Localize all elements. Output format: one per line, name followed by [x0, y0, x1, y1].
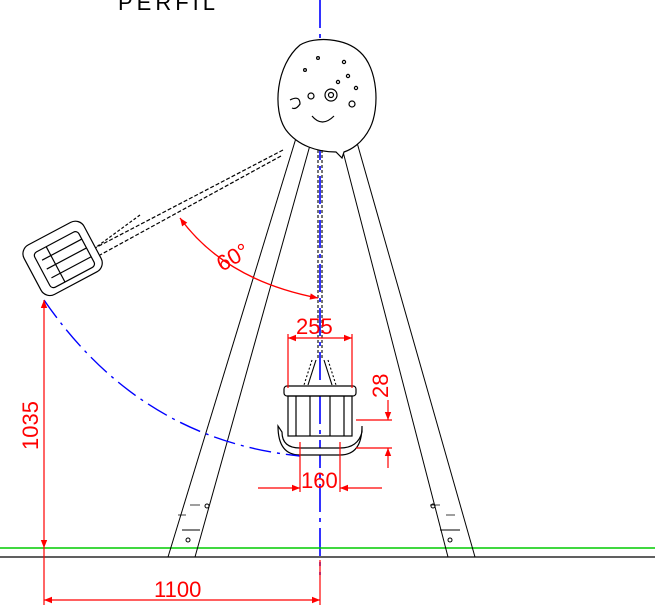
swing-arc [43, 299, 301, 457]
angle-dimension: 60° [179, 217, 319, 300]
height-label: 1035 [18, 401, 43, 450]
drawing-title: PERFIL [118, 0, 219, 15]
vertical-chain [303, 150, 337, 386]
offset-label: 1100 [154, 577, 201, 602]
seat-bottom-dimension [258, 442, 382, 492]
swung-chain [94, 149, 284, 256]
seat-bottom-label: 160 [301, 468, 338, 493]
seat-width-dimension [287, 334, 353, 388]
lemon-face-topper [277, 39, 377, 160]
a-frame-legs [167, 124, 476, 558]
seat-gap-dimension [356, 400, 392, 468]
rest-seat [277, 385, 363, 456]
seat-gap-label: 28 [368, 374, 393, 398]
angle-label: 60° [212, 238, 253, 276]
swung-seat [22, 220, 103, 297]
offset-dimension [44, 560, 321, 605]
seat-width-label: 255 [296, 314, 333, 339]
